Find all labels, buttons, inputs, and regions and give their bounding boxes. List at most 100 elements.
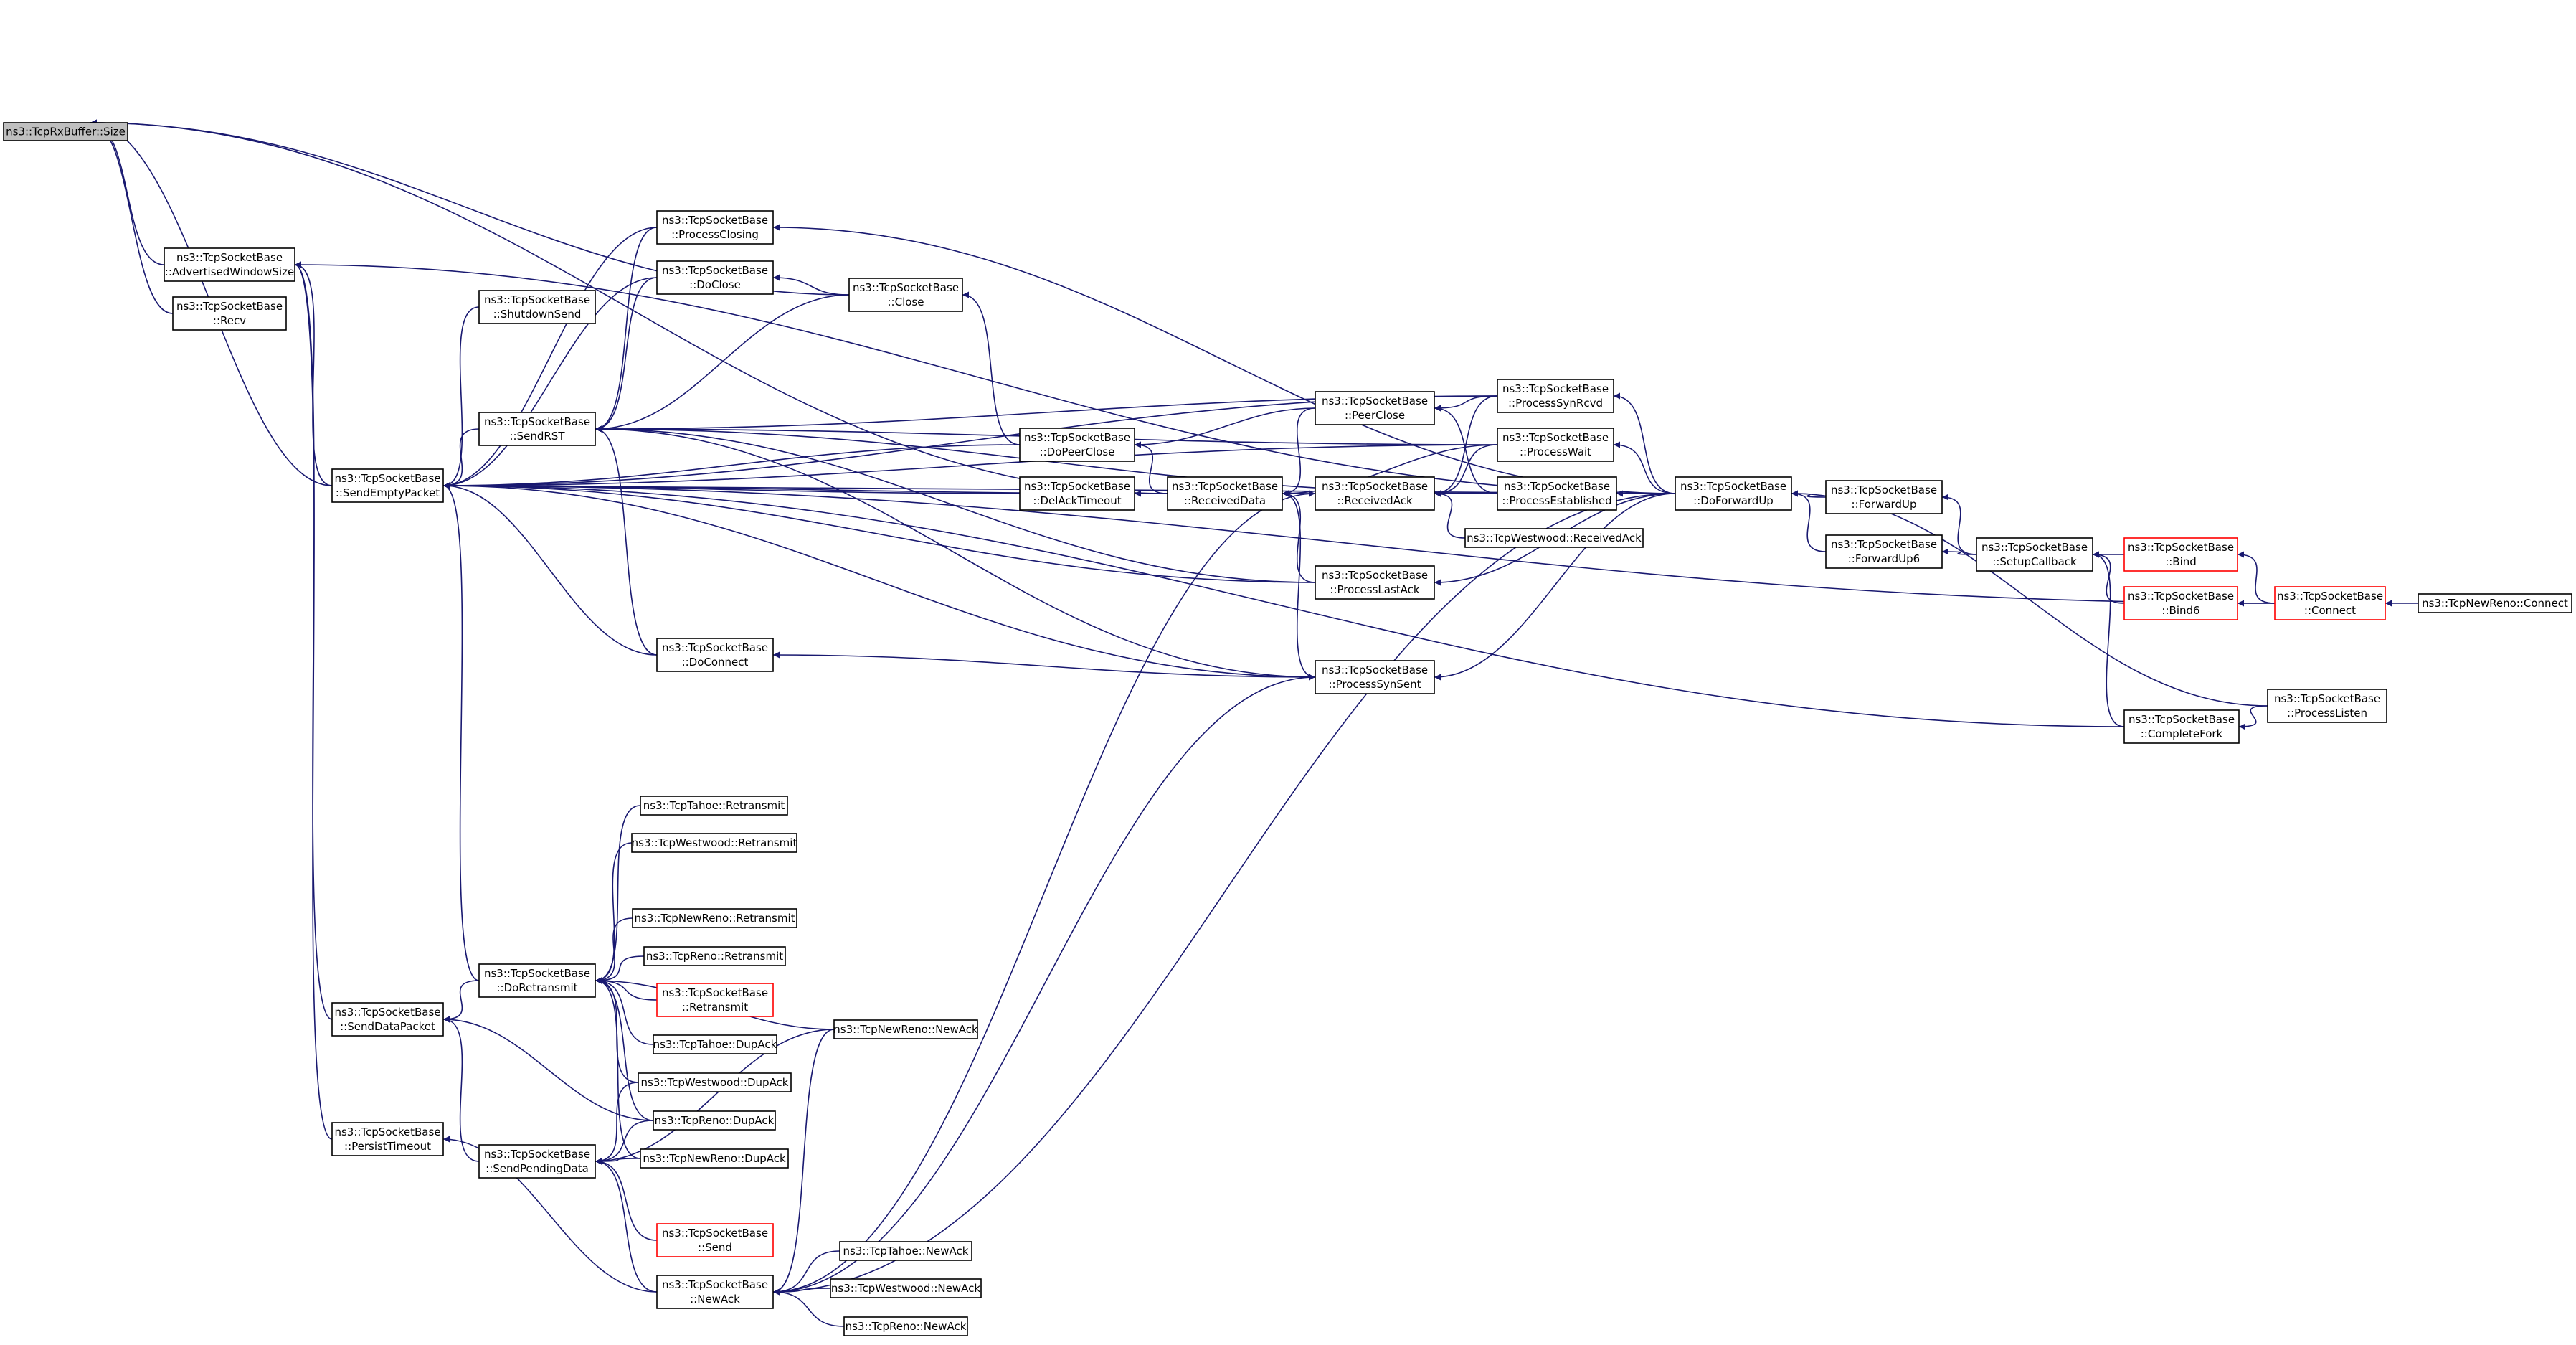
node-advwin[interactable]: ns3::TcpSocketBase::AdvertisedWindowSize bbox=[164, 247, 295, 282]
node-doclose[interactable]: ns3::TcpSocketBase::DoClose bbox=[656, 260, 774, 295]
node-label: ns3::TcpSocketBase bbox=[662, 1278, 768, 1291]
node-label: ::Send bbox=[698, 1241, 732, 1254]
node-label: ns3::TcpSocketBase bbox=[176, 251, 283, 264]
node-peerclose[interactable]: ns3::TcpSocketBase::PeerClose bbox=[1315, 391, 1435, 425]
node-reno_retx[interactable]: ns3::TcpReno::Retransmit bbox=[643, 946, 786, 966]
node-box bbox=[172, 296, 287, 331]
node-reno_dup[interactable]: ns3::TcpReno::DupAck bbox=[653, 1110, 776, 1131]
node-box bbox=[1315, 565, 1435, 600]
node-box bbox=[478, 963, 596, 998]
node-sendempty[interactable]: ns3::TcpSocketBase::SendEmptyPacket bbox=[331, 468, 444, 503]
node-processclosing[interactable]: ns3::TcpSocketBase::ProcessClosing bbox=[656, 210, 774, 245]
node-shutdownsend[interactable]: ns3::TcpSocketBase::ShutdownSend bbox=[478, 290, 596, 324]
node-doforwardup[interactable]: ns3::TcpSocketBase::DoForwardUp bbox=[1675, 476, 1792, 511]
node-sendrst[interactable]: ns3::TcpSocketBase::SendRST bbox=[478, 412, 596, 446]
node-label: ns3::TcpSocketBase bbox=[2277, 590, 2383, 603]
node-label: ::ShutdownSend bbox=[493, 308, 582, 321]
node-persist[interactable]: ns3::TcpSocketBase::PersistTimeout bbox=[331, 1122, 444, 1156]
node-doretransmit[interactable]: ns3::TcpSocketBase::DoRetransmit bbox=[478, 963, 596, 998]
edge-tahoe_dup-calls-doretransmit bbox=[595, 977, 654, 1045]
node-newreno_connect[interactable]: ns3::TcpNewReno::Connect bbox=[2418, 593, 2572, 613]
edge-westwood_dup-calls-sendpending bbox=[595, 1082, 639, 1165]
node-label: ns3::TcpSocketBase bbox=[484, 293, 590, 306]
node-receivedack[interactable]: ns3::TcpSocketBase::ReceivedAck bbox=[1315, 476, 1435, 511]
edge-doforwardup-calls-newack bbox=[772, 493, 1676, 1296]
node-label: ns3::TcpSocketBase bbox=[2274, 692, 2380, 705]
node-receiveddata[interactable]: ns3::TcpSocketBase::ReceivedData bbox=[1167, 476, 1283, 511]
node-processestablished[interactable]: ns3::TcpSocketBase::ProcessEstablished bbox=[1497, 476, 1617, 511]
node-tahoe_dup[interactable]: ns3::TcpTahoe::DupAck bbox=[653, 1034, 777, 1054]
edge-newack-calls-receivedack bbox=[772, 490, 1316, 1293]
node-close[interactable]: ns3::TcpSocketBase::Close bbox=[848, 278, 963, 312]
node-box bbox=[640, 1148, 789, 1169]
node-reno_newack[interactable]: ns3::TcpReno::NewAck bbox=[843, 1316, 968, 1336]
node-westwood_dup[interactable]: ns3::TcpWestwood::DupAck bbox=[638, 1072, 792, 1092]
node-forwardup[interactable]: ns3::TcpSocketBase::ForwardUp bbox=[1825, 480, 1943, 514]
edge-reno_dup-calls-doretransmit bbox=[595, 977, 654, 1121]
node-newack[interactable]: ns3::TcpSocketBase::NewAck bbox=[656, 1275, 774, 1309]
node-box bbox=[164, 247, 295, 282]
node-label: ns3::TcpSocketBase bbox=[2128, 541, 2234, 554]
node-size[interactable]: ns3::TcpRxBuffer::Size bbox=[3, 122, 128, 141]
node-label: ::NewAck bbox=[690, 1293, 740, 1306]
node-processsynrcvd[interactable]: ns3::TcpSocketBase::ProcessSynRcvd bbox=[1497, 379, 1614, 413]
edge-reno_newack-calls-newack bbox=[772, 1288, 845, 1327]
node-base_retx[interactable]: ns3::TcpSocketBase::Retransmit bbox=[656, 983, 774, 1017]
node-bind6[interactable]: ns3::TcpSocketBase::Bind6 bbox=[2123, 586, 2238, 620]
node-label: ::ReceivedAck bbox=[1337, 494, 1413, 507]
node-label: ::SendPendingData bbox=[486, 1162, 589, 1175]
node-connect[interactable]: ns3::TcpSocketBase::Connect bbox=[2274, 586, 2386, 620]
node-processwait[interactable]: ns3::TcpSocketBase::ProcessWait bbox=[1497, 428, 1614, 462]
node-dopeerclose[interactable]: ns3::TcpSocketBase::DoPeerClose bbox=[1019, 428, 1135, 462]
node-label: ns3::TcpSocketBase bbox=[1322, 395, 1428, 407]
node-box bbox=[830, 1278, 982, 1298]
node-box bbox=[833, 1019, 978, 1039]
node-label: ::SendRST bbox=[510, 430, 566, 443]
edge-processsynsent-calls-sendempty bbox=[442, 482, 1316, 678]
node-box bbox=[1675, 476, 1792, 511]
node-label: ns3::TcpSocketBase bbox=[662, 264, 768, 277]
node-westwood_retx[interactable]: ns3::TcpWestwood::Retransmit bbox=[631, 833, 797, 853]
node-newreno_retx[interactable]: ns3::TcpNewReno::Retransmit bbox=[632, 908, 797, 928]
node-senddata[interactable]: ns3::TcpSocketBase::SendDataPacket bbox=[331, 1002, 444, 1037]
node-label: ns3::TcpSocketBase bbox=[1502, 382, 1609, 395]
node-setupcallback[interactable]: ns3::TcpSocketBase::SetupCallback bbox=[1976, 537, 2093, 572]
edge-completefork-calls-sendempty bbox=[442, 482, 2125, 727]
node-recv[interactable]: ns3::TcpSocketBase::Recv bbox=[172, 296, 287, 331]
edge-connect-calls-sendempty bbox=[442, 482, 2276, 604]
node-label: ::DoConnect bbox=[682, 656, 749, 669]
node-processsynsent[interactable]: ns3::TcpSocketBase::ProcessSynSent bbox=[1315, 660, 1435, 694]
edge-newack-calls-processsynsent bbox=[772, 674, 1316, 1293]
node-doconnect[interactable]: ns3::TcpSocketBase::DoConnect bbox=[656, 638, 774, 672]
node-label: ::PeerClose bbox=[1345, 409, 1405, 422]
edge-westwood_retx-calls-doretransmit bbox=[595, 842, 633, 984]
node-bind[interactable]: ns3::TcpSocketBase::Bind bbox=[2123, 537, 2238, 572]
node-label: ::Retransmit bbox=[682, 1001, 748, 1014]
node-sendpending[interactable]: ns3::TcpSocketBase::SendPendingData bbox=[478, 1144, 596, 1179]
node-newreno_dup[interactable]: ns3::TcpNewReno::DupAck bbox=[640, 1148, 789, 1169]
node-box bbox=[1464, 528, 1644, 548]
node-label: ns3::TcpTahoe::DupAck bbox=[653, 1038, 777, 1051]
node-tahoe_retx[interactable]: ns3::TcpTahoe::Retransmit bbox=[640, 796, 788, 816]
node-newreno_newack[interactable]: ns3::TcpNewReno::NewAck bbox=[833, 1019, 978, 1039]
node-processlastack[interactable]: ns3::TcpSocketBase::ProcessLastAck bbox=[1315, 565, 1435, 600]
node-processlisten[interactable]: ns3::TcpSocketBase::ProcessListen bbox=[2267, 689, 2387, 723]
node-box bbox=[839, 1241, 972, 1261]
edge-setupcallback-calls-forwardup6 bbox=[1941, 548, 1977, 555]
node-westwood_recvack[interactable]: ns3::TcpWestwood::ReceivedAck bbox=[1464, 528, 1644, 548]
edge-processlastack-calls-sendempty bbox=[442, 482, 1316, 583]
node-label: ::CompleteFork bbox=[2141, 727, 2223, 740]
node-forwardup6[interactable]: ns3::TcpSocketBase::ForwardUp6 bbox=[1825, 534, 1943, 569]
node-westwood_newack[interactable]: ns3::TcpWestwood::NewAck bbox=[830, 1278, 982, 1298]
edge-peerclose-calls-dopeerclose bbox=[1134, 407, 1316, 448]
node-label: ::DoClose bbox=[689, 278, 741, 291]
node-tahoe_newack[interactable]: ns3::TcpTahoe::NewAck bbox=[839, 1241, 972, 1261]
node-box bbox=[643, 946, 786, 966]
edge-recv-calls-size bbox=[90, 119, 174, 314]
node-delack[interactable]: ns3::TcpSocketBase::DelAckTimeout bbox=[1019, 476, 1135, 511]
node-send[interactable]: ns3::TcpSocketBase::Send bbox=[656, 1223, 774, 1257]
edge-completefork-calls-setupcallback bbox=[2092, 551, 2125, 727]
node-completefork[interactable]: ns3::TcpSocketBase::CompleteFork bbox=[2123, 709, 2240, 744]
node-label: ns3::TcpSocketBase bbox=[1172, 480, 1278, 493]
